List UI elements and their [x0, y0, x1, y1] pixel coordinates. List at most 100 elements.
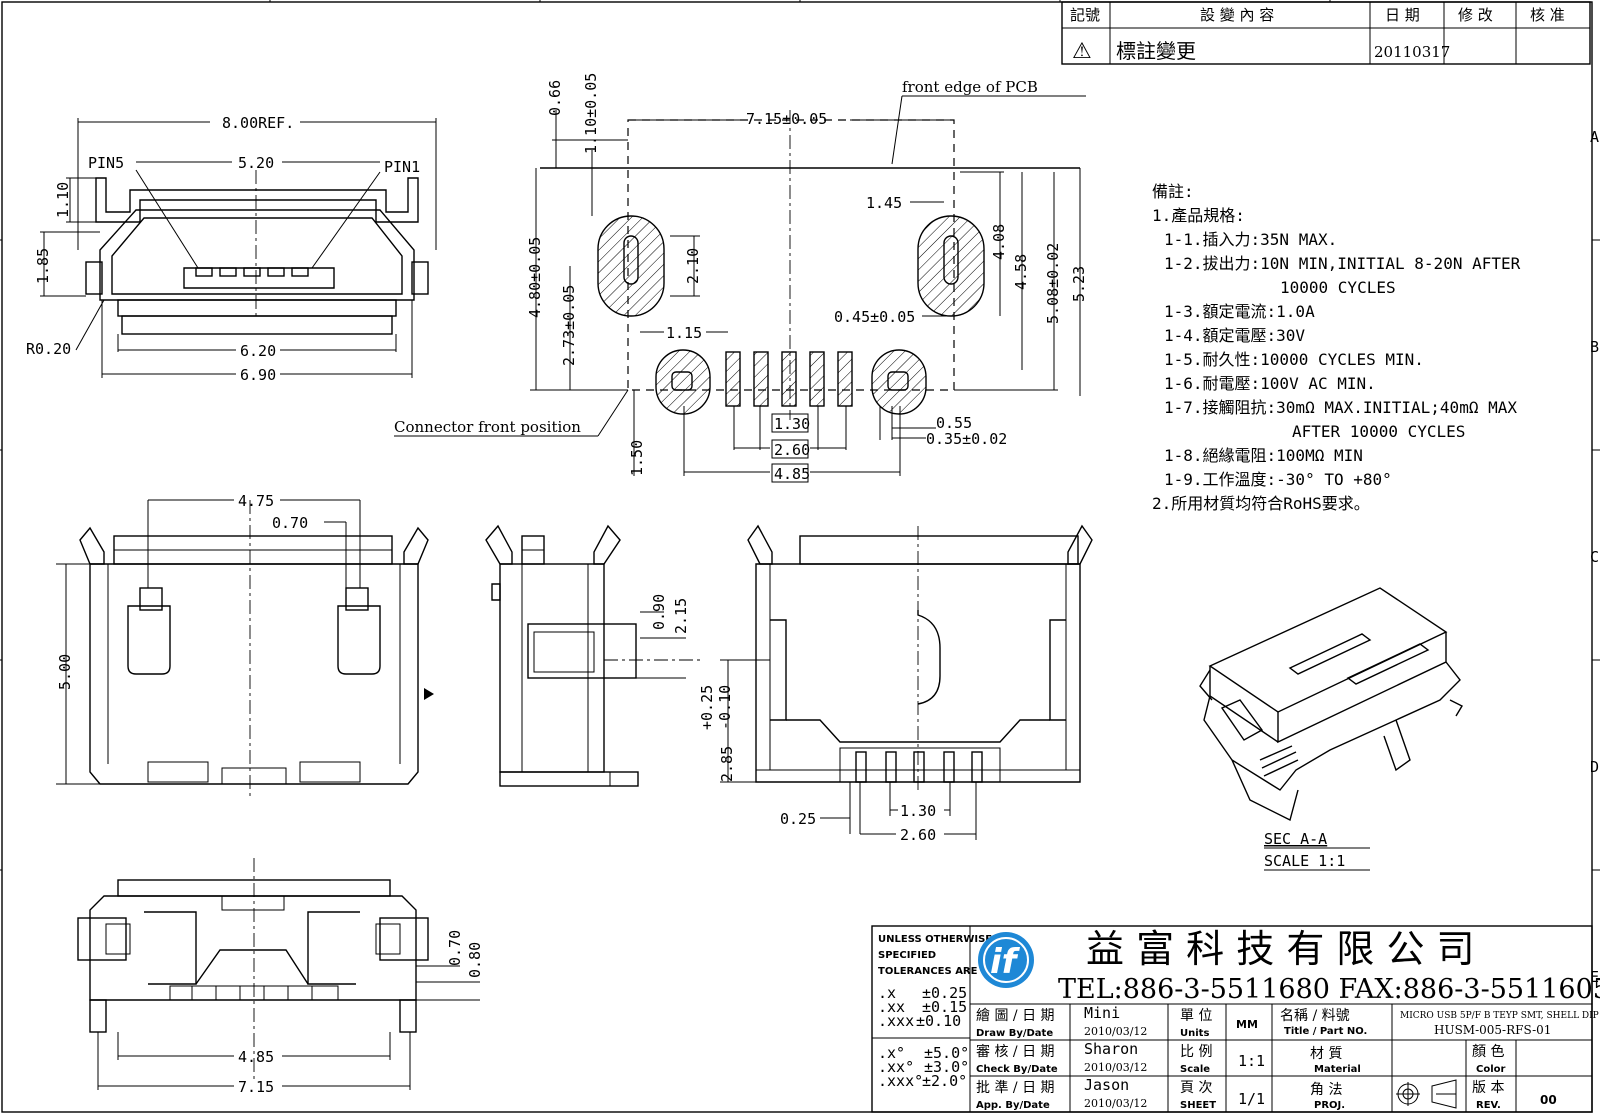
part-description: MICRO USB 5P/F B TEYP SMT, SHELL DIP: [1400, 1011, 1599, 1021]
color-label-cn: 顏 色: [1472, 1043, 1504, 1060]
ang-x-value: ±5.0°: [924, 1044, 969, 1062]
dim-0-66: 0.66: [546, 80, 564, 116]
dim-2-10: 2.10: [684, 248, 702, 284]
title-block: UNLESS OTHERWISE SPECIFIED TOLERANCES AR…: [871, 925, 1600, 1113]
title-label-cn: 名稱 / 料號: [1280, 1008, 1350, 1024]
tol-xx: .xx: [878, 998, 905, 1016]
dim-4-58: 4.58: [1012, 254, 1030, 290]
tol-x: .x: [878, 984, 896, 1002]
notes-title: 備註:: [1152, 182, 1194, 201]
check-name: Sharon: [1084, 1040, 1138, 1058]
dim-4-85-box: 4.85: [774, 465, 810, 483]
section-view: 2.85 +0.25 -0.10 0.25 1.30 2.60: [698, 524, 1093, 844]
dim-tol-plus: +0.25: [698, 685, 716, 730]
zone-a-label: A: [1590, 128, 1599, 146]
material-label-en: Material: [1314, 1064, 1361, 1075]
revision-label-en: REV.: [1476, 1100, 1501, 1111]
note-1-1: 1-1.插入力:35N MAX.: [1164, 230, 1338, 249]
dim-0-70b: 0.70: [446, 930, 464, 966]
part-number: HUSM-005-RFS-01: [1434, 1023, 1551, 1037]
revision-value: 00: [1540, 1093, 1557, 1107]
dim-tol-minus: -0.10: [716, 685, 734, 730]
dim-1-10: 1.10: [54, 182, 72, 218]
dim-1-10-tol: 1.10±0.05: [582, 73, 600, 154]
dim-7-15: 7.15: [238, 1078, 274, 1096]
dim-2-15: 2.15: [672, 598, 690, 634]
note-1-2-continued: 10000 CYCLES: [1280, 278, 1396, 297]
side-view: 0.90 2.15: [485, 524, 700, 787]
tol-title-3: TOLERANCES ARE: [878, 966, 978, 977]
connector-front-label: Connector front position: [394, 418, 581, 436]
mounting-pad-bottom-right: [871, 349, 927, 415]
dim-2-60: 2.60: [900, 826, 936, 844]
logo-text: if: [990, 942, 1021, 982]
projection-label-cn: 角 法: [1310, 1082, 1342, 1098]
dim-6-20: 6.20: [240, 342, 276, 360]
section-pins: [855, 751, 983, 783]
dim-r0-20: R0.20: [26, 340, 71, 358]
units-label-en: Units: [1180, 1028, 1209, 1039]
sec-a-a-label: SEC A-A: [1264, 830, 1327, 848]
ang-xxx-value: ±2.0°: [922, 1072, 967, 1090]
ang-xx-value: ±3.0°: [924, 1058, 969, 1076]
zone-c-label: C: [1590, 548, 1599, 566]
bottom-view: 0.70 0.80 4.85 7.15: [77, 858, 484, 1096]
front-edge-label: front edge of PCB: [902, 78, 1038, 96]
ang-xxx: .xxx°: [878, 1072, 923, 1090]
note-1-8: 1-8.絕緣電阻:100MΩ MIN: [1164, 446, 1363, 465]
zone-d-label: D: [1590, 758, 1599, 776]
dim-6-90: 6.90: [240, 366, 276, 384]
check-label-cn: 審 核 / 日 期: [976, 1044, 1055, 1060]
draw-label-cn: 繪 圖 / 日 期: [976, 1007, 1055, 1024]
dim-5-23: 5.23: [1070, 266, 1088, 302]
dim-1-45: 1.45: [866, 194, 902, 212]
rev-header-modify: 修 改: [1458, 6, 1493, 24]
revision-label-cn: 版 本: [1472, 1080, 1504, 1096]
zone-e-label: E: [1590, 968, 1599, 986]
draw-label-en: Draw By/Date: [976, 1028, 1053, 1039]
dim-0-80: 0.80: [466, 942, 484, 978]
zone-b-label: B: [1590, 338, 1599, 356]
check-date: 2010/03/12: [1084, 1061, 1147, 1074]
dim-5-00: 5.00: [56, 654, 74, 690]
sheet-label-cn: 頁 次: [1180, 1080, 1212, 1096]
material-label-cn: 材 質: [1310, 1046, 1342, 1062]
dim-2-85: 2.85: [718, 746, 736, 782]
specification-notes: 備註: 1.產品規格: 1-1.插入力:35N MAX. 1-2.拔出力:10N…: [1152, 180, 1582, 516]
dim-0-35-tol: 0.35±0.02: [926, 430, 1007, 448]
scale-value: 1:1: [1238, 1052, 1265, 1070]
dim-1-30: 1.30: [900, 802, 936, 820]
scale-label-cn: 比 例: [1180, 1044, 1212, 1060]
units-label-cn: 單 位: [1180, 1008, 1212, 1024]
isometric-view: [1199, 587, 1463, 822]
tol-x-value: ±0.25: [922, 984, 967, 1002]
draw-date: 2010/03/12: [1084, 1025, 1147, 1038]
ang-x: .x°: [878, 1044, 905, 1062]
dim-1-15: 1.15: [666, 324, 702, 342]
dim-0-25: 0.25: [780, 810, 816, 828]
company-name: 益 富 科 技 有 限 公 司: [1086, 927, 1475, 971]
triangle-marker-icon: [424, 688, 434, 700]
note-2: 2.所用材質均符合RoHS要求。: [1152, 494, 1370, 513]
dim-4-85: 4.85: [238, 1048, 274, 1066]
approve-date: 2010/03/12: [1084, 1097, 1147, 1110]
tol-xxx-value: ±0.10: [916, 1012, 961, 1030]
signal-pads: [725, 351, 853, 407]
dim-0-70: 0.70: [272, 514, 308, 532]
rev-header-content: 設 變 內 容: [1200, 6, 1274, 24]
dim-5-08-tol: 5.08±0.02: [1044, 243, 1062, 324]
dim-5-20: 5.20: [238, 154, 274, 172]
pin-contacts: [195, 267, 309, 277]
rev-header-approve: 核 准: [1530, 6, 1565, 24]
sheet-value: 1/1: [1238, 1090, 1265, 1108]
front-view: 8.00REF. 5.20 PIN5 PIN1 1.10 1.85 R0.20 …: [26, 114, 437, 384]
dim-4-75: 4.75: [238, 492, 274, 510]
pcb-footprint-view: front edge of PCB 7.15±0.05 0.66 1.10±0.…: [394, 73, 1088, 483]
dim-4-08: 4.08: [990, 224, 1008, 260]
rev-row-date: 20110317: [1374, 43, 1450, 61]
revision-table: 記號 設 變 內 容 日 期 修 改 核 准 ⚠ 標註變更 20110317: [1061, 1, 1591, 65]
tol-xxx: .xxx: [878, 1012, 914, 1030]
sheet-label-en: SHEET: [1180, 1100, 1216, 1111]
